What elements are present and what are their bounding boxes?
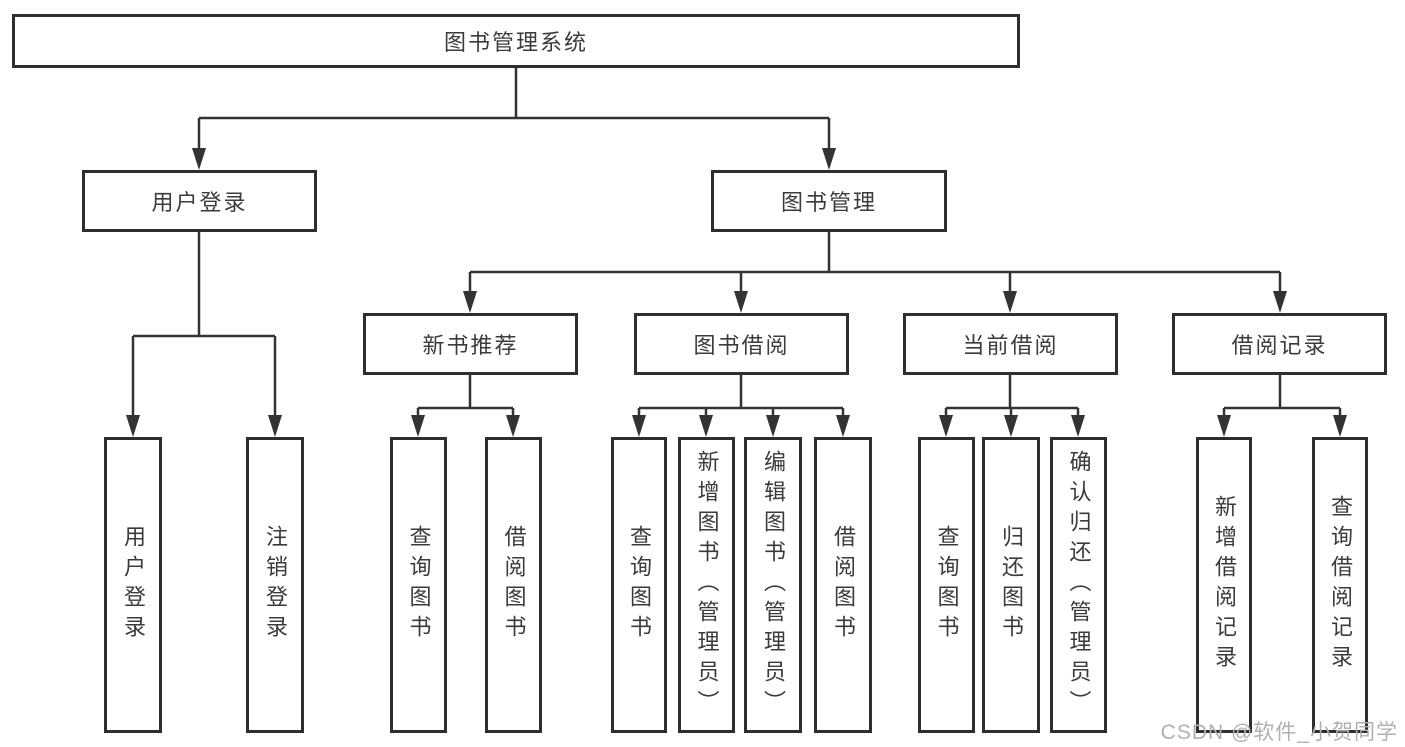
leaf-borrow-edit-books-admin: 编辑图书（管理员） xyxy=(744,437,802,733)
leaf-user-login: 用户登录 xyxy=(104,437,162,733)
leaf-borrow-borrow-books: 借阅图书 xyxy=(814,437,872,733)
leaf-records-query-record: 查询借阅记录 xyxy=(1312,437,1368,733)
node-borrow-records: 借阅记录 xyxy=(1172,313,1387,375)
node-current-borrow: 当前借阅 xyxy=(903,313,1118,375)
leaf-borrow-query-books: 查询图书 xyxy=(611,437,667,733)
leaf-borrow-add-books-admin: 新增图书（管理员） xyxy=(678,437,735,733)
node-book-management: 图书管理 xyxy=(711,170,947,232)
leaf-current-confirm-return-admin: 确认归还（管理员） xyxy=(1050,437,1107,733)
leaf-recommend-query-books: 查询图书 xyxy=(390,437,447,733)
arrowheads xyxy=(126,148,1347,437)
node-user-login: 用户登录 xyxy=(82,170,317,232)
leaf-recommend-borrow-books: 借阅图书 xyxy=(485,437,542,733)
leaf-logout: 注销登录 xyxy=(246,437,304,733)
leaf-current-query-books: 查询图书 xyxy=(918,437,975,733)
csdn-watermark: CSDN @软件_小贺同学 xyxy=(1160,721,1398,744)
node-root-system: 图书管理系统 xyxy=(12,14,1020,68)
node-book-borrow: 图书借阅 xyxy=(634,313,849,375)
leaf-records-add-record: 新增借阅记录 xyxy=(1196,437,1252,733)
leaf-current-return-books: 归还图书 xyxy=(982,437,1040,733)
node-new-book-recommend: 新书推荐 xyxy=(363,313,578,375)
